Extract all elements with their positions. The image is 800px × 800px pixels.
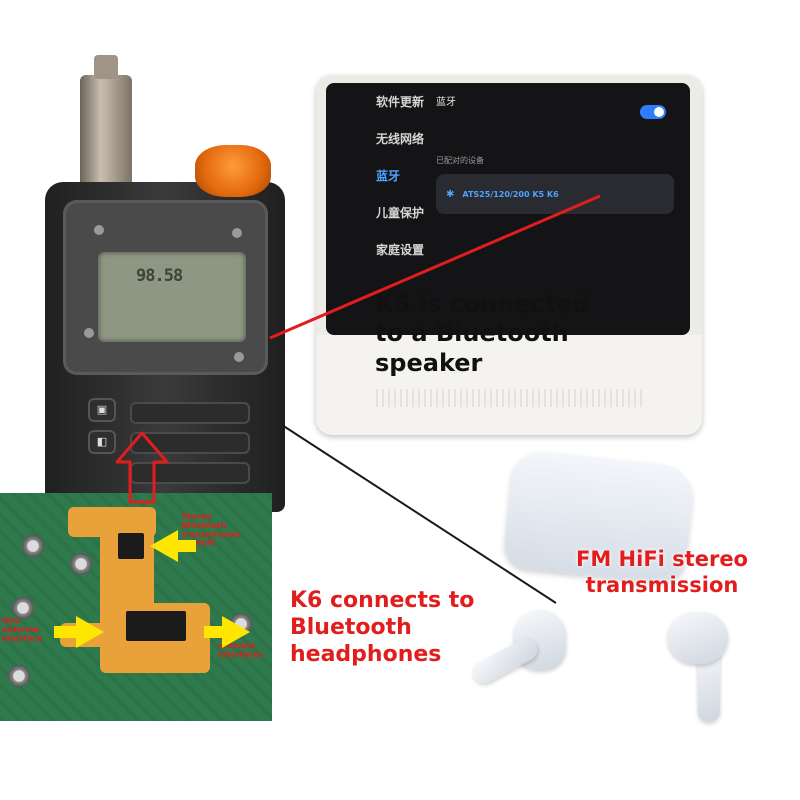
bluetooth-toggle: [640, 105, 666, 119]
bluetooth-icon: ✱: [446, 188, 455, 200]
bluetooth-description: [436, 111, 596, 129]
radio-volume-knob: [195, 145, 271, 197]
pcb-closeup: Stereo Bluetooth transmission module One…: [0, 493, 272, 721]
screw: [94, 225, 104, 235]
caption-bluetooth-headphones: K6 connects to Bluetooth headphones: [290, 588, 475, 667]
menu-item-child-protection: 儿童保护: [376, 206, 425, 220]
speaker-base: [316, 335, 702, 435]
side-button: ◧: [88, 430, 116, 454]
key-row: [130, 462, 250, 484]
toggle-knob: [654, 107, 664, 117]
radio-lcd: 98.58: [98, 252, 246, 342]
paired-device-card: ✱ ATS25/120/200 K5 K6: [436, 174, 674, 214]
paired-device-name: ATS25/120/200 K5 K6: [462, 189, 559, 199]
radio-antenna-connector: [80, 55, 132, 195]
solder-pad: [22, 535, 44, 557]
screw: [232, 228, 242, 238]
menu-item-software-update: 软件更新: [376, 95, 425, 109]
menu-item-family: 家庭设置: [376, 243, 425, 257]
radio-keypad: ▣ ◧: [88, 388, 263, 488]
key-row: [130, 432, 250, 454]
solder-pad: [70, 553, 92, 575]
paired-devices-label: 已配对的设备: [436, 156, 484, 165]
caption-bluetooth-speaker: K6 is connected to a Bluetooth speaker: [375, 290, 590, 377]
pcb-label-right-antenna: Two antenna interfaces: [218, 632, 264, 659]
bluetooth-title: 蓝牙: [436, 97, 456, 108]
bluetooth-panel: 蓝牙 已配对的设备 ✱ ATS25/120/200 K5 K6: [436, 93, 674, 214]
screw: [84, 328, 94, 338]
bluetooth-chip: [118, 533, 144, 559]
lcd-frequency: 98.58: [136, 266, 183, 286]
screw: [234, 352, 244, 362]
side-button: ▣: [88, 398, 116, 422]
settings-menu: 软件更新 无线网络 蓝牙 儿童保护 家庭设置: [334, 83, 432, 268]
flex-circuit: [60, 623, 120, 647]
smart-display-speaker: 软件更新 无线网络 蓝牙 儿童保护 家庭设置 蓝牙 已配对的设备 ✱ ATS25…: [316, 75, 702, 435]
right-earbud: [668, 612, 744, 722]
pcb-label-left-antenna: One antenna interface: [2, 616, 43, 643]
solder-pad: [8, 665, 30, 687]
menu-item-bluetooth: 蓝牙: [376, 169, 401, 183]
left-earbud: [468, 610, 580, 700]
pcb-label-module: Stereo Bluetooth transmission module: [182, 512, 241, 548]
caption-fm-hifi-stereo: FM HiFi stereo transmission: [576, 547, 748, 597]
key-row: [130, 402, 250, 424]
ic-chip: [126, 611, 186, 641]
solder-pad: [12, 597, 34, 619]
menu-item-wireless: 无线网络: [376, 132, 425, 146]
speaker-grille: [376, 389, 642, 407]
